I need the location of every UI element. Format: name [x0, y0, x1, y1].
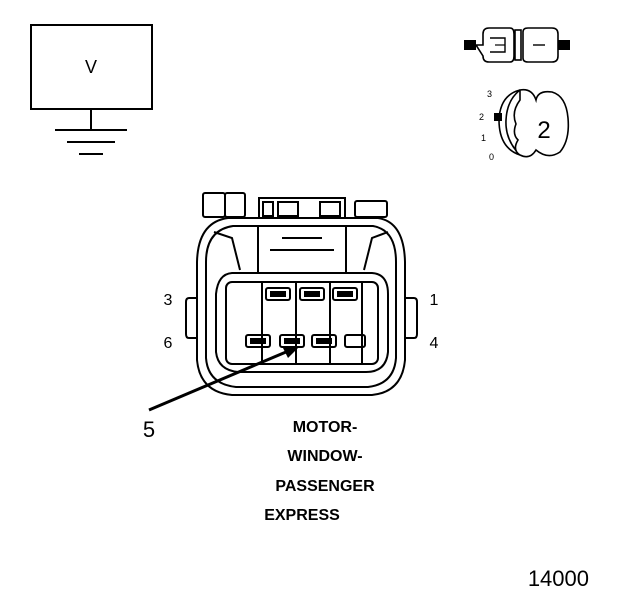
- figure-number: 14000: [528, 566, 589, 591]
- connector-face: [185, 192, 418, 396]
- test-probe-icon: [464, 27, 570, 63]
- connector-name-line-1: MOTOR-: [293, 419, 358, 436]
- key-position-0: 0: [489, 152, 494, 162]
- key-position-number: 2: [537, 117, 550, 144]
- callout-label-5: 5: [143, 417, 155, 442]
- pin-label-1: 1: [430, 292, 439, 309]
- pin-label-6: 6: [164, 335, 173, 352]
- pin-label-4: 4: [430, 335, 439, 352]
- voltmeter-label: V: [85, 57, 97, 77]
- key-position-1: 1: [481, 133, 486, 143]
- ground-icon: [55, 109, 127, 155]
- callout-arrow: [148, 346, 300, 412]
- connector-name-line-4: EXPRESS: [264, 507, 340, 524]
- ignition-key-icon: 3 2 1 0 2: [479, 88, 570, 162]
- voltmeter-symbol: V: [30, 24, 153, 155]
- pin-label-3: 3: [164, 292, 173, 309]
- connector-name-line-2: WINDOW-: [287, 448, 362, 465]
- connector-name-line-3: PASSENGER: [275, 478, 375, 495]
- key-position-2: 2: [479, 112, 484, 122]
- connector-name: MOTOR- WINDOW- PASSENGER EXPRESS: [264, 419, 375, 524]
- key-position-3: 3: [487, 89, 492, 99]
